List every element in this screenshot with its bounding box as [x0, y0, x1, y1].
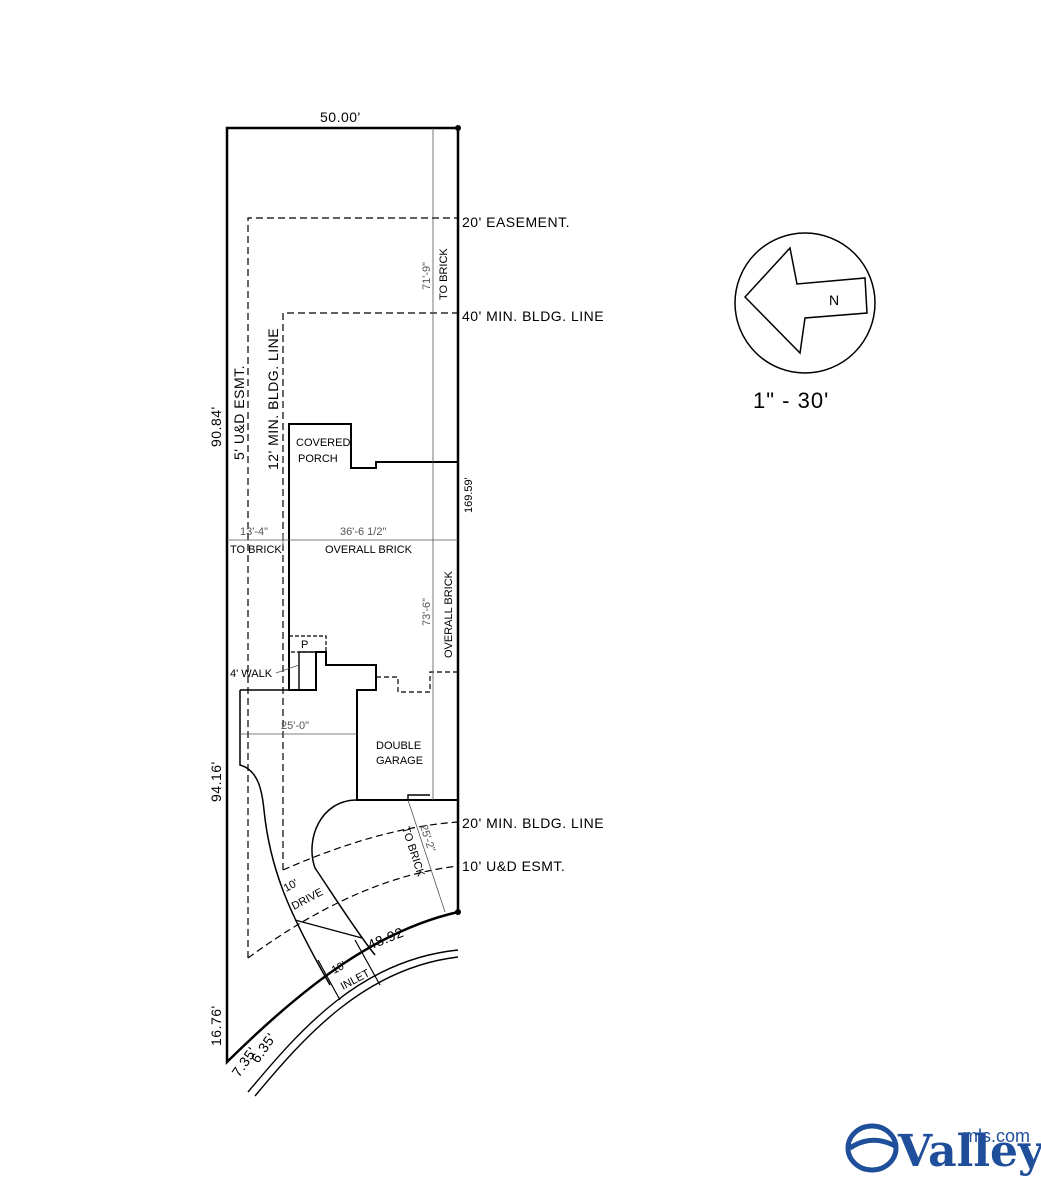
house-rear-detail	[376, 671, 458, 693]
right-side-label: 169.59'	[463, 477, 475, 513]
covered-porch-label: COVERED	[296, 437, 350, 449]
left-lower-label: 94.16'	[208, 761, 224, 802]
garage-step	[407, 794, 430, 800]
driveway-right-edge	[311, 799, 376, 956]
svg-text:mls.com: mls.com	[963, 1126, 1030, 1146]
driveway-left-edge	[239, 689, 331, 986]
min-bldg-20-label: 20' MIN. BLDG. LINE	[462, 815, 604, 831]
walk	[298, 651, 317, 691]
setback-20-line	[282, 821, 459, 871]
min-bldg-12-label: 12' MIN. BLDG. LINE	[265, 328, 281, 470]
ude-10-label: 10' U&D ESMT.	[462, 858, 565, 874]
walk-leader	[275, 664, 300, 674]
min-bldg-40-label: 40' MIN. BLDG. LINE	[462, 308, 604, 324]
dim-36-6-label: OVERALL BRICK	[325, 544, 413, 556]
drive-cross-line	[294, 919, 363, 939]
walk-label: 4' WALK	[230, 668, 273, 680]
valley-mls-logo: Valley mls.com	[845, 1123, 1041, 1177]
left-upper-label: 90.84'	[208, 406, 224, 447]
dim-13-4: 13'-4"	[240, 526, 268, 538]
top-frontage-label: 50.00'	[320, 109, 361, 125]
double-garage-label: DOUBLE	[376, 740, 421, 752]
double-garage-label: GARAGE	[376, 755, 423, 767]
dim-71-9: 71'-9"	[421, 262, 433, 290]
dim-73-6: 73'-6"	[421, 598, 433, 626]
inlet-label: 10'	[330, 959, 348, 976]
ude-5-label: 5' U&D ESMT.	[231, 365, 247, 460]
svg-text:Valley: Valley	[897, 1126, 1041, 1177]
inlet-cross-line	[317, 959, 341, 1001]
p-label: P	[301, 639, 308, 651]
easement-20-label: 20' EASEMENT.	[462, 214, 570, 230]
north-arrow-icon: N	[734, 232, 876, 374]
dim-13-4-label: TO BRICK	[230, 544, 282, 556]
property-boundary	[225, 126, 460, 1065]
inlet-cross-line	[354, 939, 381, 986]
curve-chord-label: 48.92	[365, 924, 406, 953]
p-box	[288, 635, 327, 653]
curb-line	[247, 949, 459, 1093]
dim-73-6-label: OVERALL BRICK	[443, 570, 455, 658]
curb-line	[254, 956, 459, 1097]
ude-10-line	[247, 865, 459, 959]
dim-25-2: 25'-2"	[417, 823, 437, 853]
drive-label: 10'	[282, 877, 300, 894]
setback-40-line	[282, 312, 458, 870]
left-bottom-label: 16.76'	[208, 1005, 224, 1046]
svg-text:N: N	[829, 292, 840, 308]
dim-line-25-2	[407, 799, 446, 913]
corner-marker	[455, 909, 461, 915]
covered-porch-label: PORCH	[298, 453, 338, 465]
dim-36-6: 36'-6 1/2"	[340, 526, 386, 538]
dim-71-9-label: TO BRICK	[438, 248, 450, 300]
scale-label: 1" - 30'	[753, 388, 829, 413]
dim-25-0: 25'-0"	[281, 720, 309, 732]
easement-20-line	[247, 217, 458, 958]
corner-marker	[455, 125, 461, 131]
